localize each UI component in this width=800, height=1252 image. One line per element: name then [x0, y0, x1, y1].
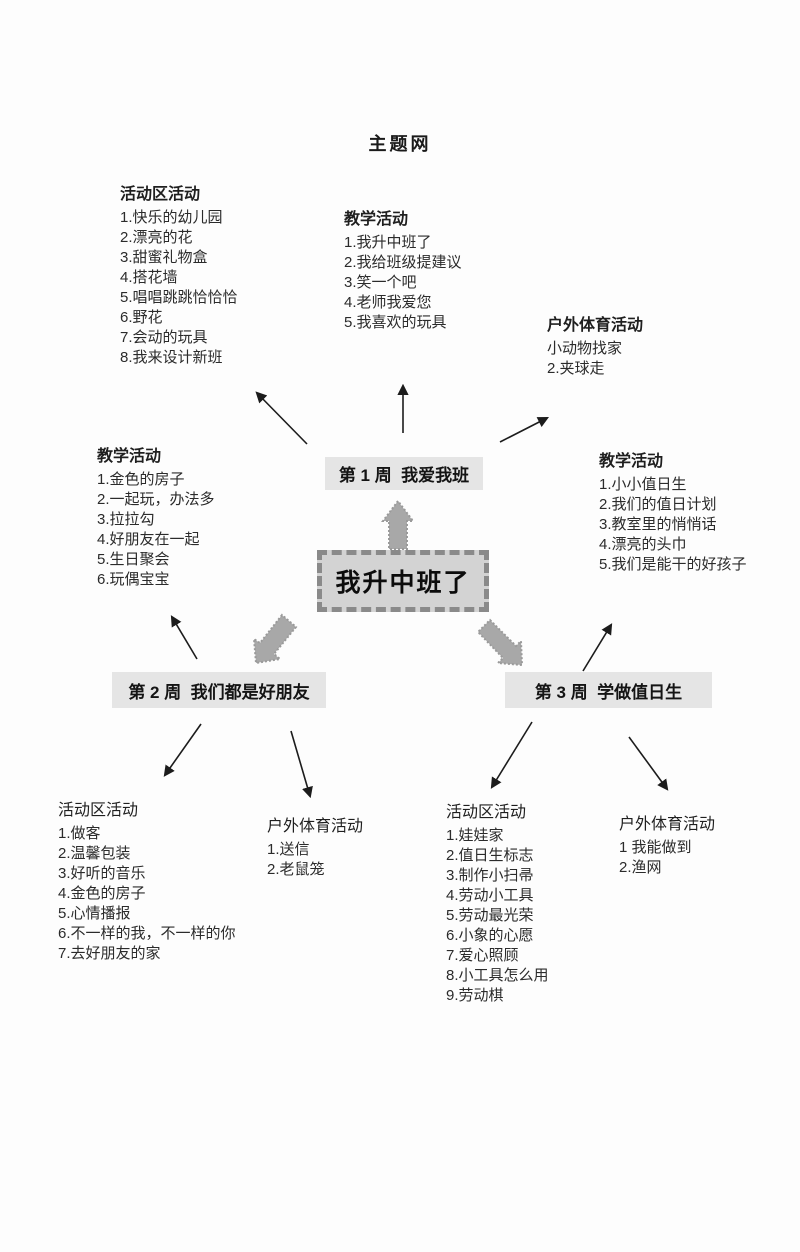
- list-item: 1.做客: [58, 825, 101, 842]
- list-item: 2.我们的值日计划: [599, 496, 717, 513]
- list-item: 4.老师我爱您: [344, 294, 432, 311]
- arrow-center-to-week3: [476, 618, 524, 667]
- center-topic-label: 我升中班了: [335, 569, 471, 597]
- list-week2-outdoor: 户外体育活动 1.送信 2.老鼠笼: [267, 815, 363, 880]
- list-item: 4.搭花墙: [120, 269, 178, 286]
- week2-label: 第 2 周 我们都是好朋友: [128, 682, 310, 702]
- list-week1-activity-area: 活动区活动 1.快乐的幼儿园 2.漂亮的花 3.甜蜜礼物盒 4.搭花墙 5.唱唱…: [120, 183, 238, 368]
- list-item: 2.我给班级提建议: [344, 254, 462, 271]
- week1-box: 第 1 周 我爱我班: [325, 457, 483, 490]
- list-week2-activity-area: 活动区活动 1.做客 2.温馨包装 3.好听的音乐 4.金色的房子 5.心情播报…: [58, 799, 236, 964]
- page-title: 主题网: [368, 134, 432, 154]
- list-item: 3.拉拉勾: [97, 511, 155, 528]
- list-item: 5.我们是能干的好孩子: [599, 556, 747, 573]
- list-item: 1.娃娃家: [446, 827, 504, 844]
- list-item: 2.温馨包装: [58, 845, 131, 862]
- list-item: 8.我来设计新班: [120, 349, 223, 366]
- list-item: 5.劳动最光荣: [446, 907, 534, 924]
- list-item: 小动物找家: [547, 340, 623, 357]
- list-item: 7.去好朋友的家: [58, 945, 161, 962]
- list-item: 6.野花: [120, 309, 163, 326]
- list-item: 7.爱心照顾: [446, 947, 519, 964]
- week2-box: 第 2 周 我们都是好朋友: [112, 672, 326, 708]
- list-item: 3.好听的音乐: [58, 865, 146, 882]
- list-week3-teaching: 教学活动 1.小小值日生 2.我们的值日计划 3.教室里的悄悄话 4.漂亮的头巾…: [599, 450, 747, 575]
- list-item: 2.夹球走: [547, 360, 605, 377]
- list-item: 7.会动的玩具: [120, 329, 208, 346]
- arrow-week3-to-teaching: [582, 623, 613, 672]
- list-week3-activity-area: 活动区活动 1.娃娃家 2.值日生标志 3.制作小扫帚 4.劳动小工具 5.劳动…: [446, 801, 549, 1006]
- list-item: 4.好朋友在一起: [97, 531, 200, 548]
- list-item: 1.金色的房子: [97, 471, 185, 488]
- list-item: 2.渔网: [619, 859, 662, 876]
- arrow-week2-to-activity-area: [163, 723, 202, 777]
- list-item: 2.一起玩，办法多: [97, 491, 215, 508]
- list-week2-teaching: 教学活动 1.金色的房子 2.一起玩，办法多 3.拉拉勾 4.好朋友在一起 5.…: [97, 445, 215, 590]
- week3-label: 第 3 周 学做值日生: [534, 682, 683, 702]
- list-item: 3.制作小扫帚: [446, 867, 534, 884]
- list-item: 3.教室里的悄悄话: [599, 516, 717, 533]
- list-item: 6.小象的心愿: [446, 927, 534, 944]
- list-item: 4.漂亮的头巾: [599, 536, 687, 553]
- list-item: 1.送信: [267, 841, 310, 858]
- list-item: 3.甜蜜礼物盒: [120, 249, 208, 266]
- week1-label: 第 1 周 我爱我班: [338, 466, 470, 485]
- list-week3-outdoor: 户外体育活动 1 我能做到 2.渔网: [619, 813, 715, 878]
- list-item: 1.小小值日生: [599, 476, 687, 493]
- list-item: 1 我能做到: [619, 839, 692, 856]
- list-item: 1.我升中班了: [344, 234, 432, 251]
- list-item: 3.笑一个吧: [344, 274, 417, 291]
- list-item: 5.生日聚会: [97, 551, 170, 568]
- list-item: 5.心情播报: [58, 905, 131, 922]
- list-header: 户外体育活动: [267, 818, 364, 835]
- arrow-week3-to-activity-area: [490, 721, 533, 789]
- week3-box: 第 3 周 学做值日生: [505, 672, 712, 708]
- list-item: 5.我喜欢的玩具: [344, 314, 447, 331]
- list-week1-teaching: 教学活动 1.我升中班了 2.我给班级提建议 3.笑一个吧 4.老师我爱您 5.…: [344, 208, 462, 333]
- center-topic-box: 我升中班了: [317, 550, 489, 612]
- list-item: 6.玩偶宝宝: [97, 571, 170, 588]
- list-item: 9.劳动棋: [446, 987, 504, 1004]
- arrow-week2-to-outdoor: [290, 730, 313, 799]
- list-item: 2.老鼠笼: [267, 861, 325, 878]
- arrow-center-to-week1: [381, 499, 415, 550]
- list-header: 活动区活动: [446, 804, 527, 821]
- arrow-week1-to-outdoor: [499, 416, 549, 443]
- list-header: 户外体育活动: [547, 317, 644, 334]
- arrow-week1-to-activity-area: [255, 391, 308, 445]
- list-item: 1.快乐的幼儿园: [120, 209, 223, 226]
- list-item: 8.小工具怎么用: [446, 967, 549, 984]
- list-item: 6.不一样的我，不一样的你: [58, 925, 236, 942]
- arrow-center-to-week2: [252, 613, 298, 665]
- list-header: 教学活动: [344, 211, 409, 228]
- list-header: 活动区活动: [58, 802, 139, 819]
- list-header: 活动区活动: [120, 186, 201, 203]
- list-header: 教学活动: [97, 448, 162, 465]
- list-item: 5.唱唱跳跳恰恰恰: [120, 289, 238, 306]
- list-item: 4.金色的房子: [58, 885, 146, 902]
- list-item: 2.值日生标志: [446, 847, 534, 864]
- arrow-week2-to-teaching: [170, 615, 198, 660]
- list-item: 2.漂亮的花: [120, 229, 193, 246]
- list-header: 户外体育活动: [619, 816, 716, 833]
- arrow-week3-to-outdoor: [628, 736, 669, 791]
- list-week1-outdoor: 户外体育活动 小动物找家 2.夹球走: [547, 314, 643, 379]
- list-header: 教学活动: [599, 453, 664, 470]
- list-item: 4.劳动小工具: [446, 887, 534, 904]
